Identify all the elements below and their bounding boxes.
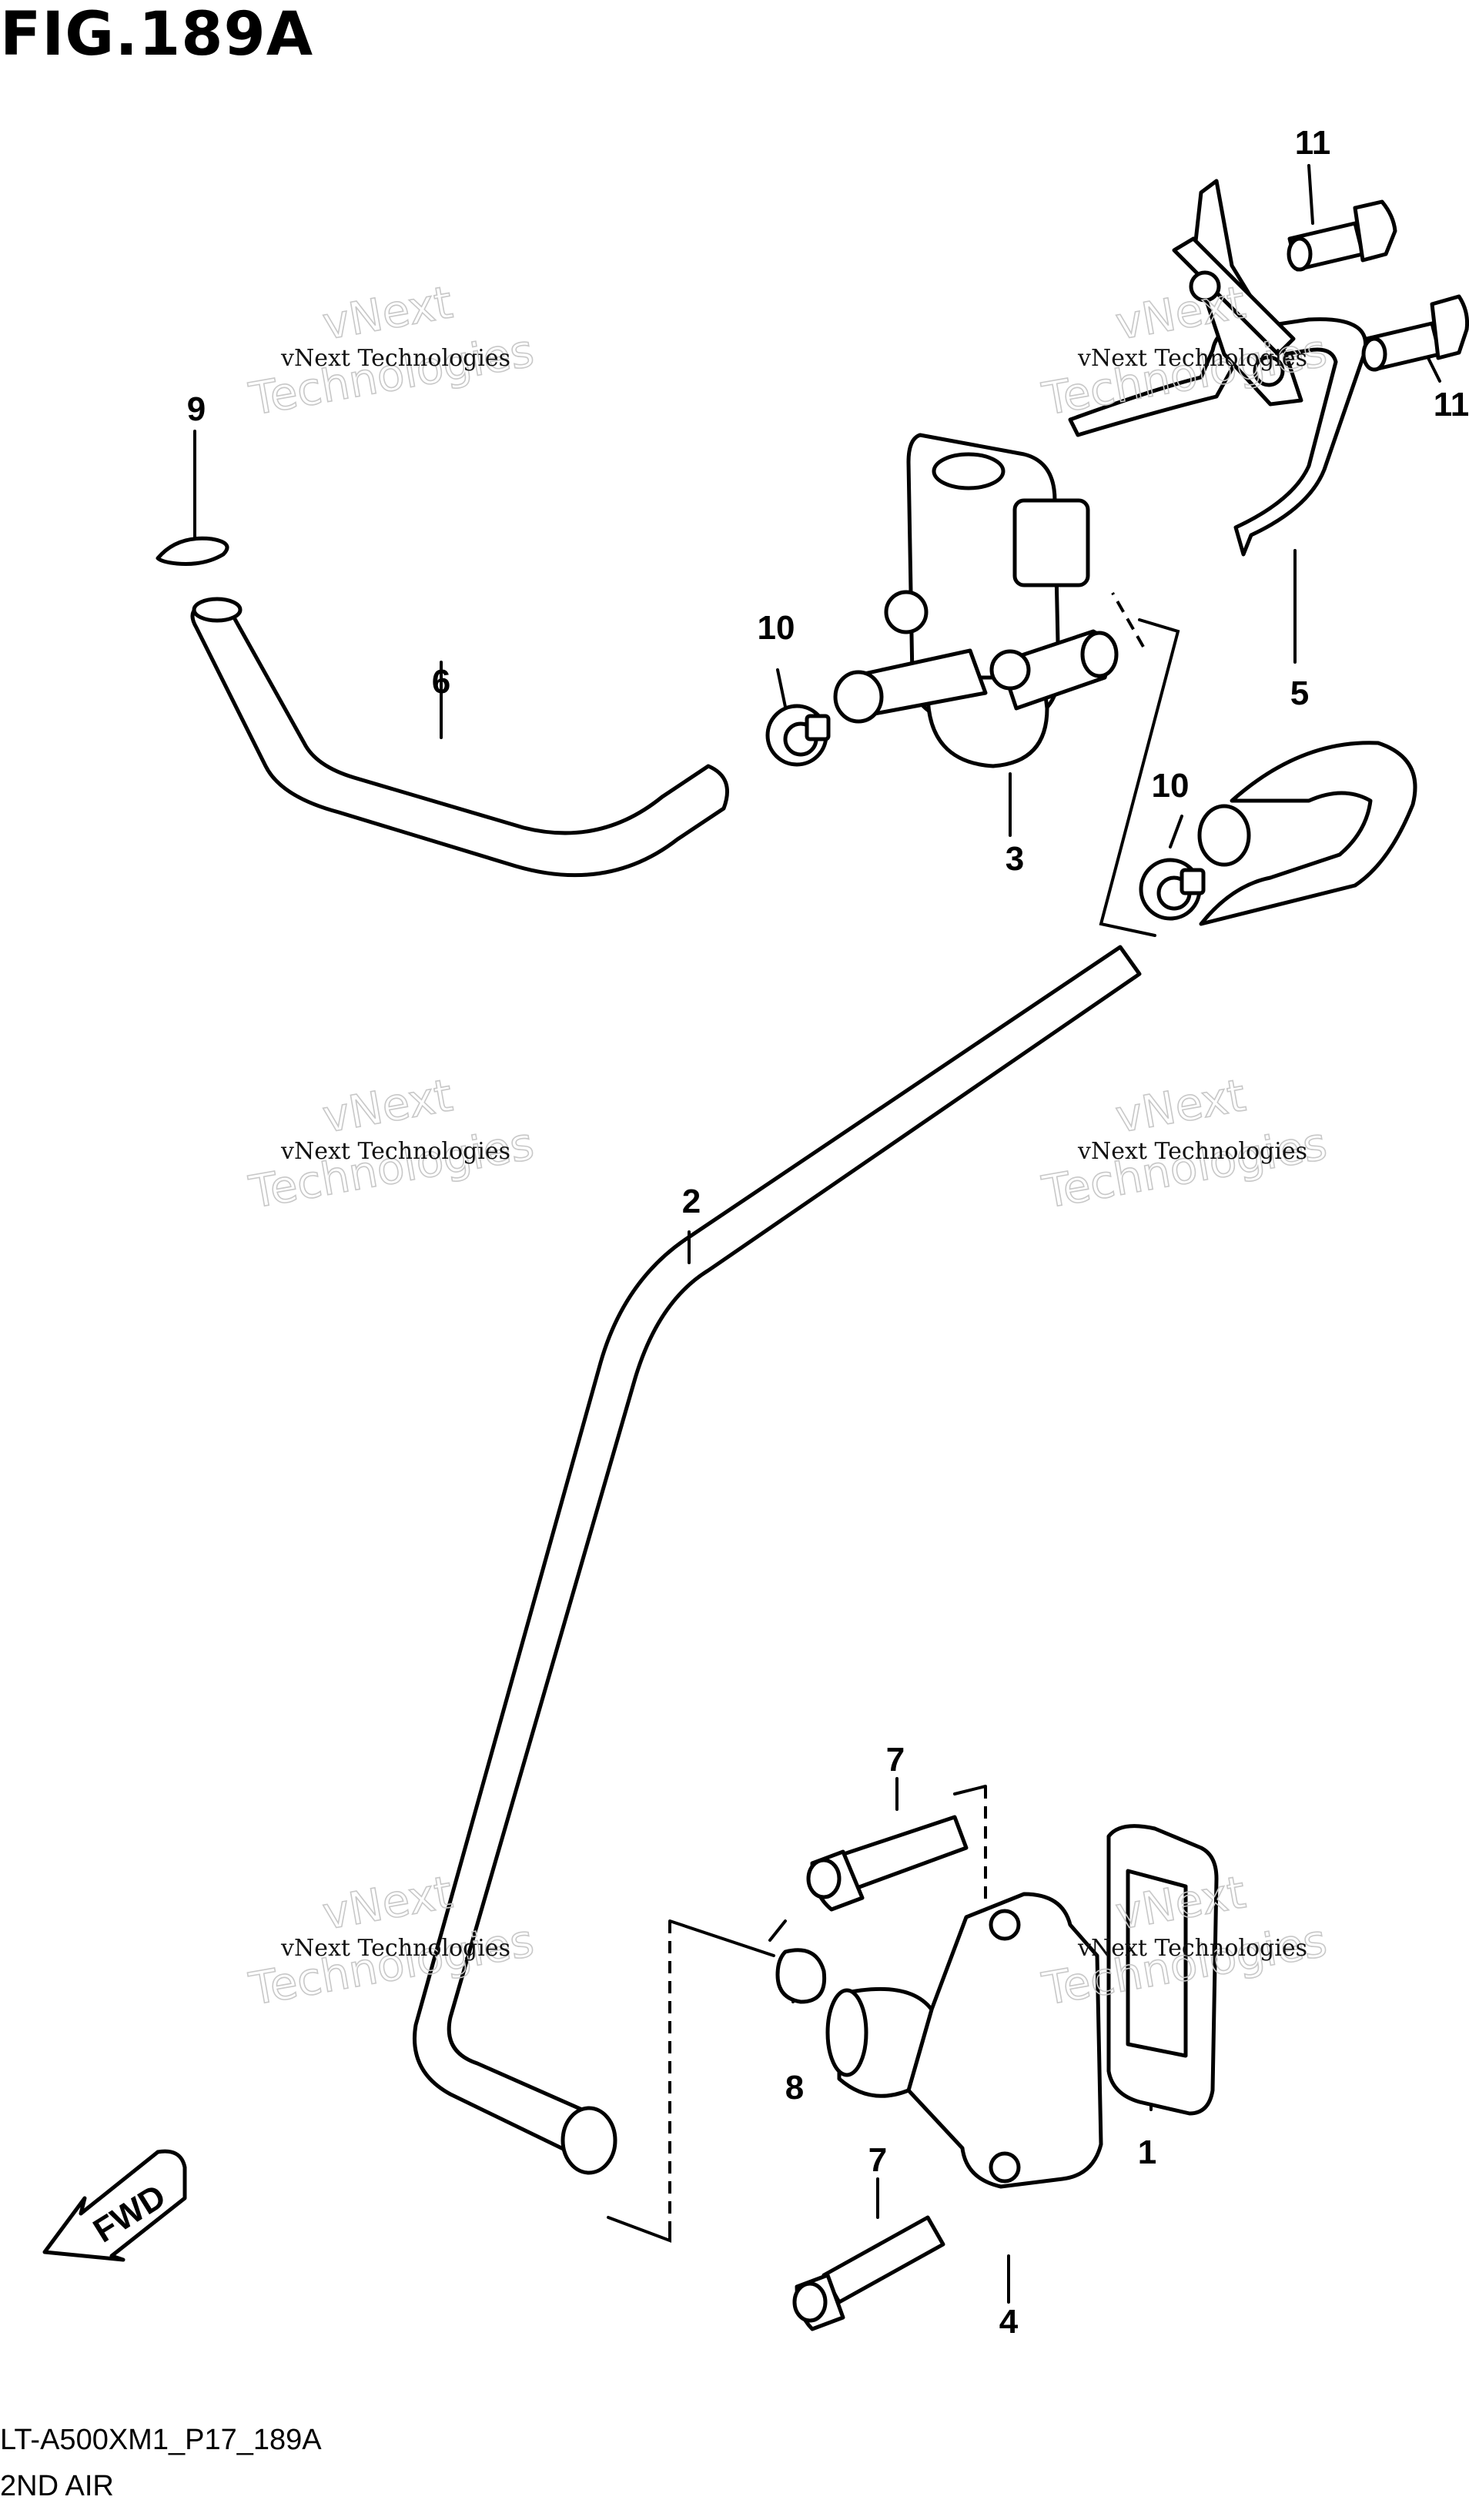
svg-text:vNext Technologies: vNext Technologies xyxy=(1077,345,1307,372)
svg-text:vNext: vNext xyxy=(319,1069,457,1143)
callout-labels: 1 2 3 4 5 6 7 7 8 9 10 10 11 11 xyxy=(187,124,1469,2341)
svg-text:Technologies: Technologies xyxy=(1039,324,1331,426)
svg-text:vNext: vNext xyxy=(1112,1069,1250,1143)
callout-7-upper: 7 xyxy=(886,1741,905,1779)
callout-10-left: 10 xyxy=(758,609,795,647)
callout-5: 5 xyxy=(1290,674,1309,712)
model-code: LT-A500XM1_P17_189A xyxy=(0,2424,322,2456)
svg-text:vNext Technologies: vNext Technologies xyxy=(280,345,510,372)
callout-11-lower: 11 xyxy=(1434,386,1469,423)
svg-text:vNext Technologies: vNext Technologies xyxy=(280,1138,510,1165)
part-11-bolt-lower[interactable] xyxy=(1361,294,1469,372)
part-7-bolt-lower[interactable] xyxy=(792,2215,945,2331)
svg-text:vNext Technologies: vNext Technologies xyxy=(1077,1138,1307,1165)
watermark: vNext Technologies vNext Technologies vN… xyxy=(245,275,1331,2016)
part-9-clip[interactable] xyxy=(156,536,229,566)
part-3-air-valve[interactable] xyxy=(833,433,1119,768)
part-4-cover[interactable] xyxy=(825,1892,1103,2189)
section-name: 2ND AIR xyxy=(0,2470,114,2502)
fwd-arrow: FWD xyxy=(42,2149,187,2262)
part-8-clip[interactable] xyxy=(775,1948,827,2004)
svg-text:vNext: vNext xyxy=(319,1866,457,1939)
svg-text:Technologies: Technologies xyxy=(246,1914,538,2016)
part-7-bolt-upper[interactable] xyxy=(806,1815,969,1912)
callout-1: 1 xyxy=(1138,2133,1156,2171)
svg-text:vNext Technologies: vNext Technologies xyxy=(280,1935,510,1962)
svg-text:vNext: vNext xyxy=(319,276,457,350)
part-5-pipe[interactable] xyxy=(1068,179,1368,557)
part-2-hose[interactable] xyxy=(413,592,1417,2175)
part-6-hose[interactable] xyxy=(190,597,729,878)
part-11-bolt-upper[interactable] xyxy=(1287,199,1397,272)
figure-title: FIG.189A xyxy=(0,0,314,69)
part-10-clamp-left[interactable] xyxy=(765,704,831,767)
part-1-gasket[interactable] xyxy=(1106,1824,1219,2116)
callout-11-upper: 11 xyxy=(1295,124,1331,162)
callout-8: 8 xyxy=(785,2069,804,2107)
callout-7-lower: 7 xyxy=(868,2141,887,2179)
svg-text:Technologies: Technologies xyxy=(246,324,538,426)
callout-2: 2 xyxy=(682,1183,701,1220)
callout-4: 4 xyxy=(999,2303,1019,2341)
svg-text:Technologies: Technologies xyxy=(246,1117,538,1219)
svg-text:Technologies: Technologies xyxy=(1039,1117,1331,1219)
callout-3: 3 xyxy=(1006,840,1024,878)
svg-text:vNext Technologies: vNext Technologies xyxy=(1077,1935,1307,1962)
part-10-clamp-right[interactable] xyxy=(1139,858,1206,921)
callout-6: 6 xyxy=(432,663,450,701)
callout-10-right: 10 xyxy=(1152,767,1190,805)
callout-9: 9 xyxy=(187,390,206,428)
